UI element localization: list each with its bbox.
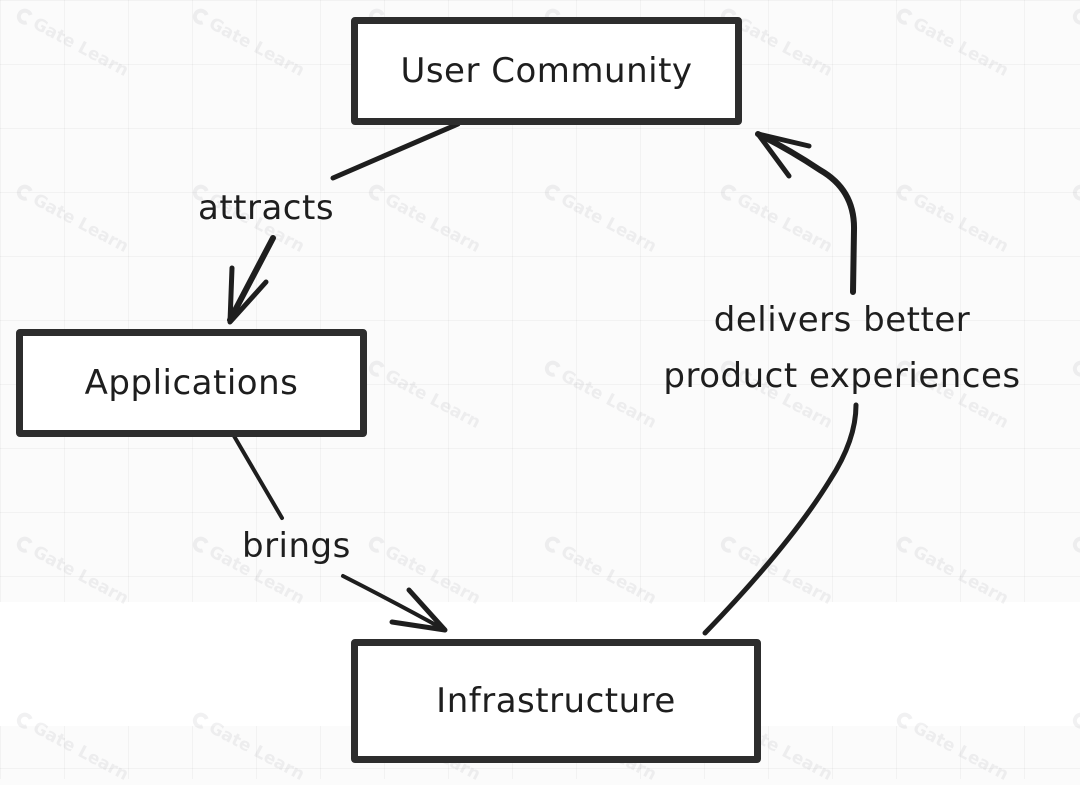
edge-label-attracts: attracts — [198, 188, 335, 228]
edge-delivers-line-upper — [755, 131, 858, 295]
edge-attracts-arrowhead — [227, 265, 269, 325]
edge-label-brings: brings — [242, 526, 351, 566]
edge-label-delivers: delivers better product experiences — [620, 292, 1064, 404]
edge-brings-line-upper — [232, 434, 284, 520]
node-user-community[interactable]: User Community — [351, 17, 742, 125]
edge-brings-line-lower — [341, 574, 447, 632]
edge-label-delivers-line2: product experiences — [663, 356, 1021, 396]
node-label: Applications — [84, 363, 299, 403]
node-infrastructure[interactable]: Infrastructure — [351, 639, 761, 763]
node-label: User Community — [400, 51, 693, 91]
edge-brings-arrowhead — [389, 587, 448, 633]
edge-label-delivers-line1: delivers better — [713, 300, 971, 340]
edge-attracts-line-upper — [330, 121, 461, 181]
edge-delivers-line-lower — [702, 402, 859, 636]
edge-delivers-arrowhead — [755, 131, 812, 179]
edge-attracts-line-lower — [227, 235, 276, 323]
node-applications[interactable]: Applications — [16, 329, 367, 437]
node-label: Infrastructure — [436, 681, 676, 721]
